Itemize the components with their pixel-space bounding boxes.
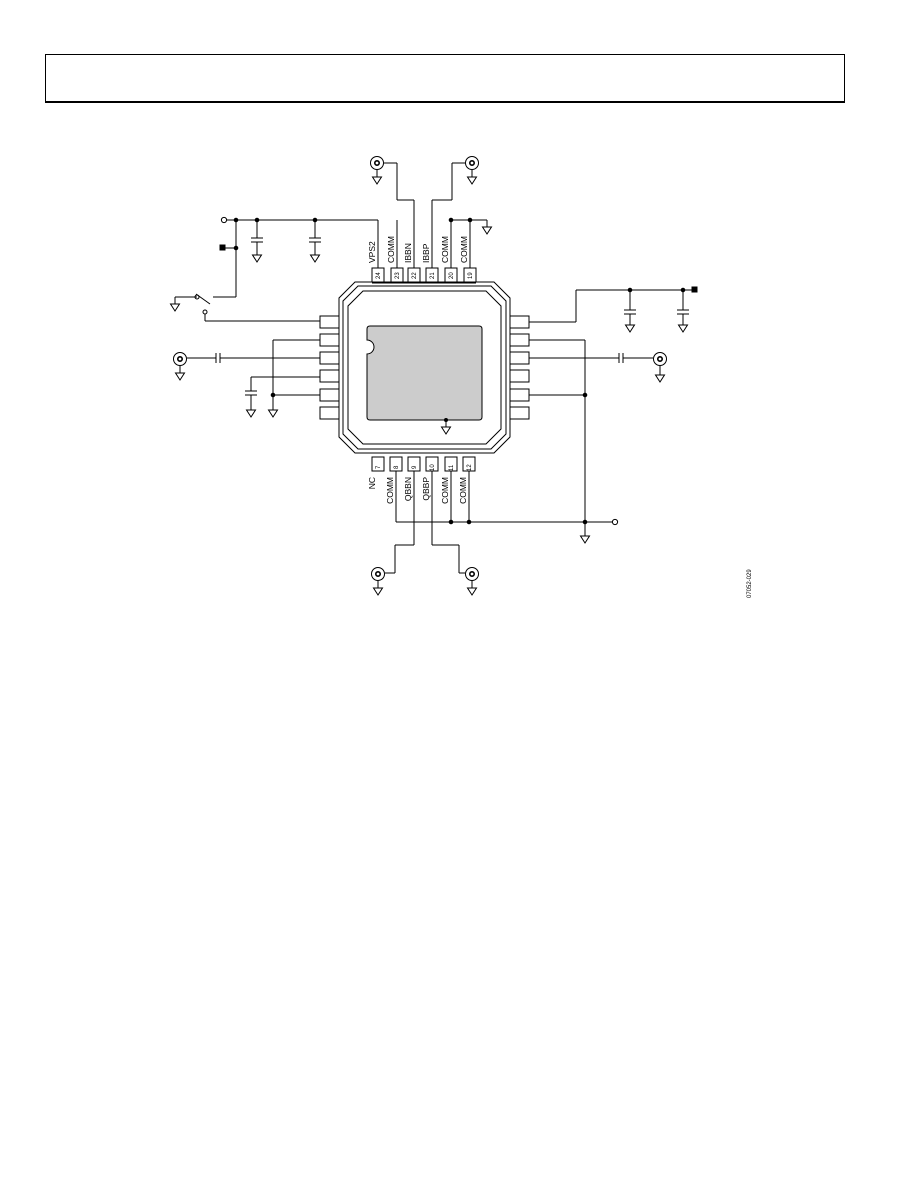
right-pin-rects <box>509 315 530 420</box>
pin-label-qbbp: QBBP <box>421 477 431 501</box>
pin-num-11: 11 <box>449 464 455 471</box>
figure-id: 07052-029 <box>747 569 753 598</box>
pin-num-9: 9 <box>412 465 418 469</box>
bottom-pin-labels: 7 8 9 10 11 12 NC COMM QBBN QBBP COMM CO… <box>367 464 473 504</box>
pin-label-ibbp: IBBP <box>421 243 431 263</box>
pin-num-19: 19 <box>468 272 474 279</box>
pin-label-qbbn: QBBN <box>403 477 413 501</box>
bottom-wiring <box>370 471 619 596</box>
pin-label-comm-20: COMM <box>440 236 450 263</box>
pin-num-12: 12 <box>467 464 473 471</box>
pin-num-22: 22 <box>412 272 418 279</box>
pin-label-comm-19: COMM <box>459 236 469 263</box>
left-wiring <box>172 339 320 418</box>
top-wiring <box>170 155 492 322</box>
pin-label-comm-11: COMM <box>440 477 450 504</box>
bottom-pin-rects <box>371 456 476 472</box>
top-pin-rects <box>371 267 477 284</box>
exposed-paddle <box>366 325 483 421</box>
pin-num-7: 7 <box>376 465 382 469</box>
left-pin-rects <box>319 315 340 420</box>
pin-label-vps2: VPS2 <box>367 241 377 263</box>
pin-label-comm-23: COMM <box>386 236 396 263</box>
page-header-box <box>45 54 845 103</box>
pin-num-10: 10 <box>430 464 436 471</box>
pin-label-comm-12: COMM <box>458 477 468 504</box>
pin-num-21: 21 <box>430 272 436 279</box>
pin-num-24: 24 <box>376 272 382 279</box>
pin-num-23: 23 <box>395 272 401 279</box>
pin-label-comm-8: COMM <box>385 477 395 504</box>
pin-num-8: 8 <box>394 465 400 469</box>
pin-label-nc: NC <box>367 477 377 489</box>
pin-label-ibbn: IBBN <box>403 243 413 263</box>
top-pin-labels: 24 23 22 21 20 19 VPS2 COMM IBBN IBBP CO… <box>367 236 474 279</box>
pin-num-20: 20 <box>449 272 455 279</box>
right-wiring <box>529 286 698 544</box>
